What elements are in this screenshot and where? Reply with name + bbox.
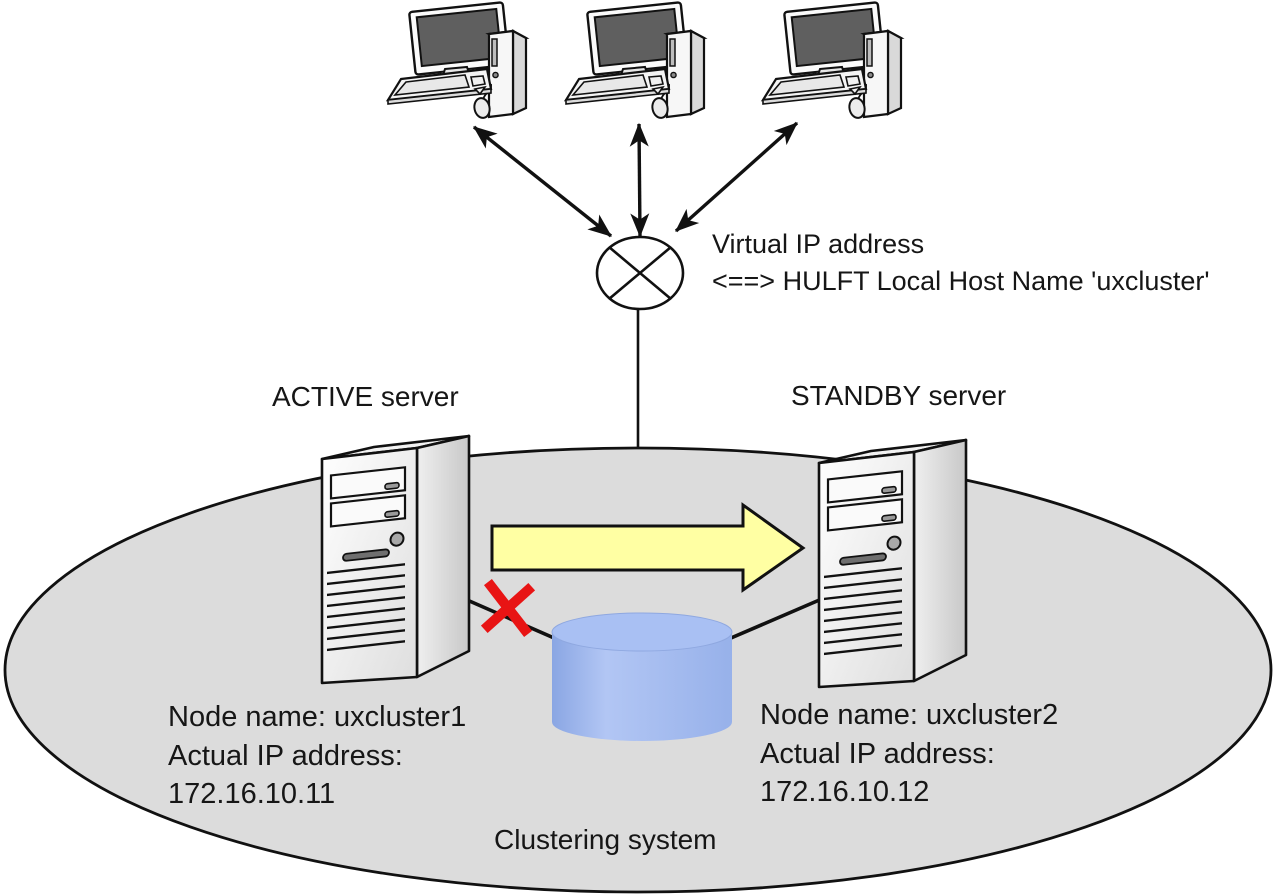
- active-ip-address: 172.16.10.11: [168, 778, 336, 810]
- red-x-failure-icon: [480, 578, 536, 638]
- virtual-ip-line1: Virtual IP address: [712, 229, 925, 259]
- client-network-arrows: [472, 121, 799, 238]
- client-computer-icon: [761, 1, 903, 121]
- disk-link-active: [457, 594, 555, 640]
- client-computer-icon: [564, 1, 706, 121]
- client-computer-icon: [386, 1, 528, 121]
- virtual-ip-caption: Virtual IP address <==> HULFT Local Host…: [712, 226, 1210, 300]
- standby-node-info: Node name: uxcluster2 Actual IP address:…: [760, 696, 1058, 812]
- failover-arrow-icon: [490, 502, 806, 593]
- virtual-ip-line2: <==> HULFT Local Host Name 'uxcluster': [712, 266, 1210, 296]
- standby-node-name: Node name: uxcluster2: [760, 699, 1059, 731]
- network-arrow-middle: [629, 122, 650, 238]
- standby-ip-label: Actual IP address:: [760, 737, 995, 770]
- network-arrow-left: [472, 125, 613, 238]
- standby-server-icon: [817, 438, 968, 689]
- active-node-info: Node name: uxcluster1 Actual IP address:…: [168, 698, 466, 814]
- active-server-label: ACTIVE server: [272, 381, 459, 412]
- standby-ip-address: 172.16.10.12: [760, 776, 930, 808]
- circled-x-node-icon: [595, 235, 685, 311]
- active-ip-label: Actual IP address:: [168, 739, 403, 772]
- network-arrow-right: [674, 121, 799, 233]
- active-server-icon: [320, 434, 471, 685]
- active-node-name: Node name: uxcluster1: [168, 701, 467, 733]
- disk-cylinder-icon: [551, 612, 733, 741]
- disk-link-standby: [730, 596, 825, 640]
- standby-server-label: STANDBY server: [791, 380, 1007, 411]
- clustering-system-label: Clustering system: [494, 824, 717, 855]
